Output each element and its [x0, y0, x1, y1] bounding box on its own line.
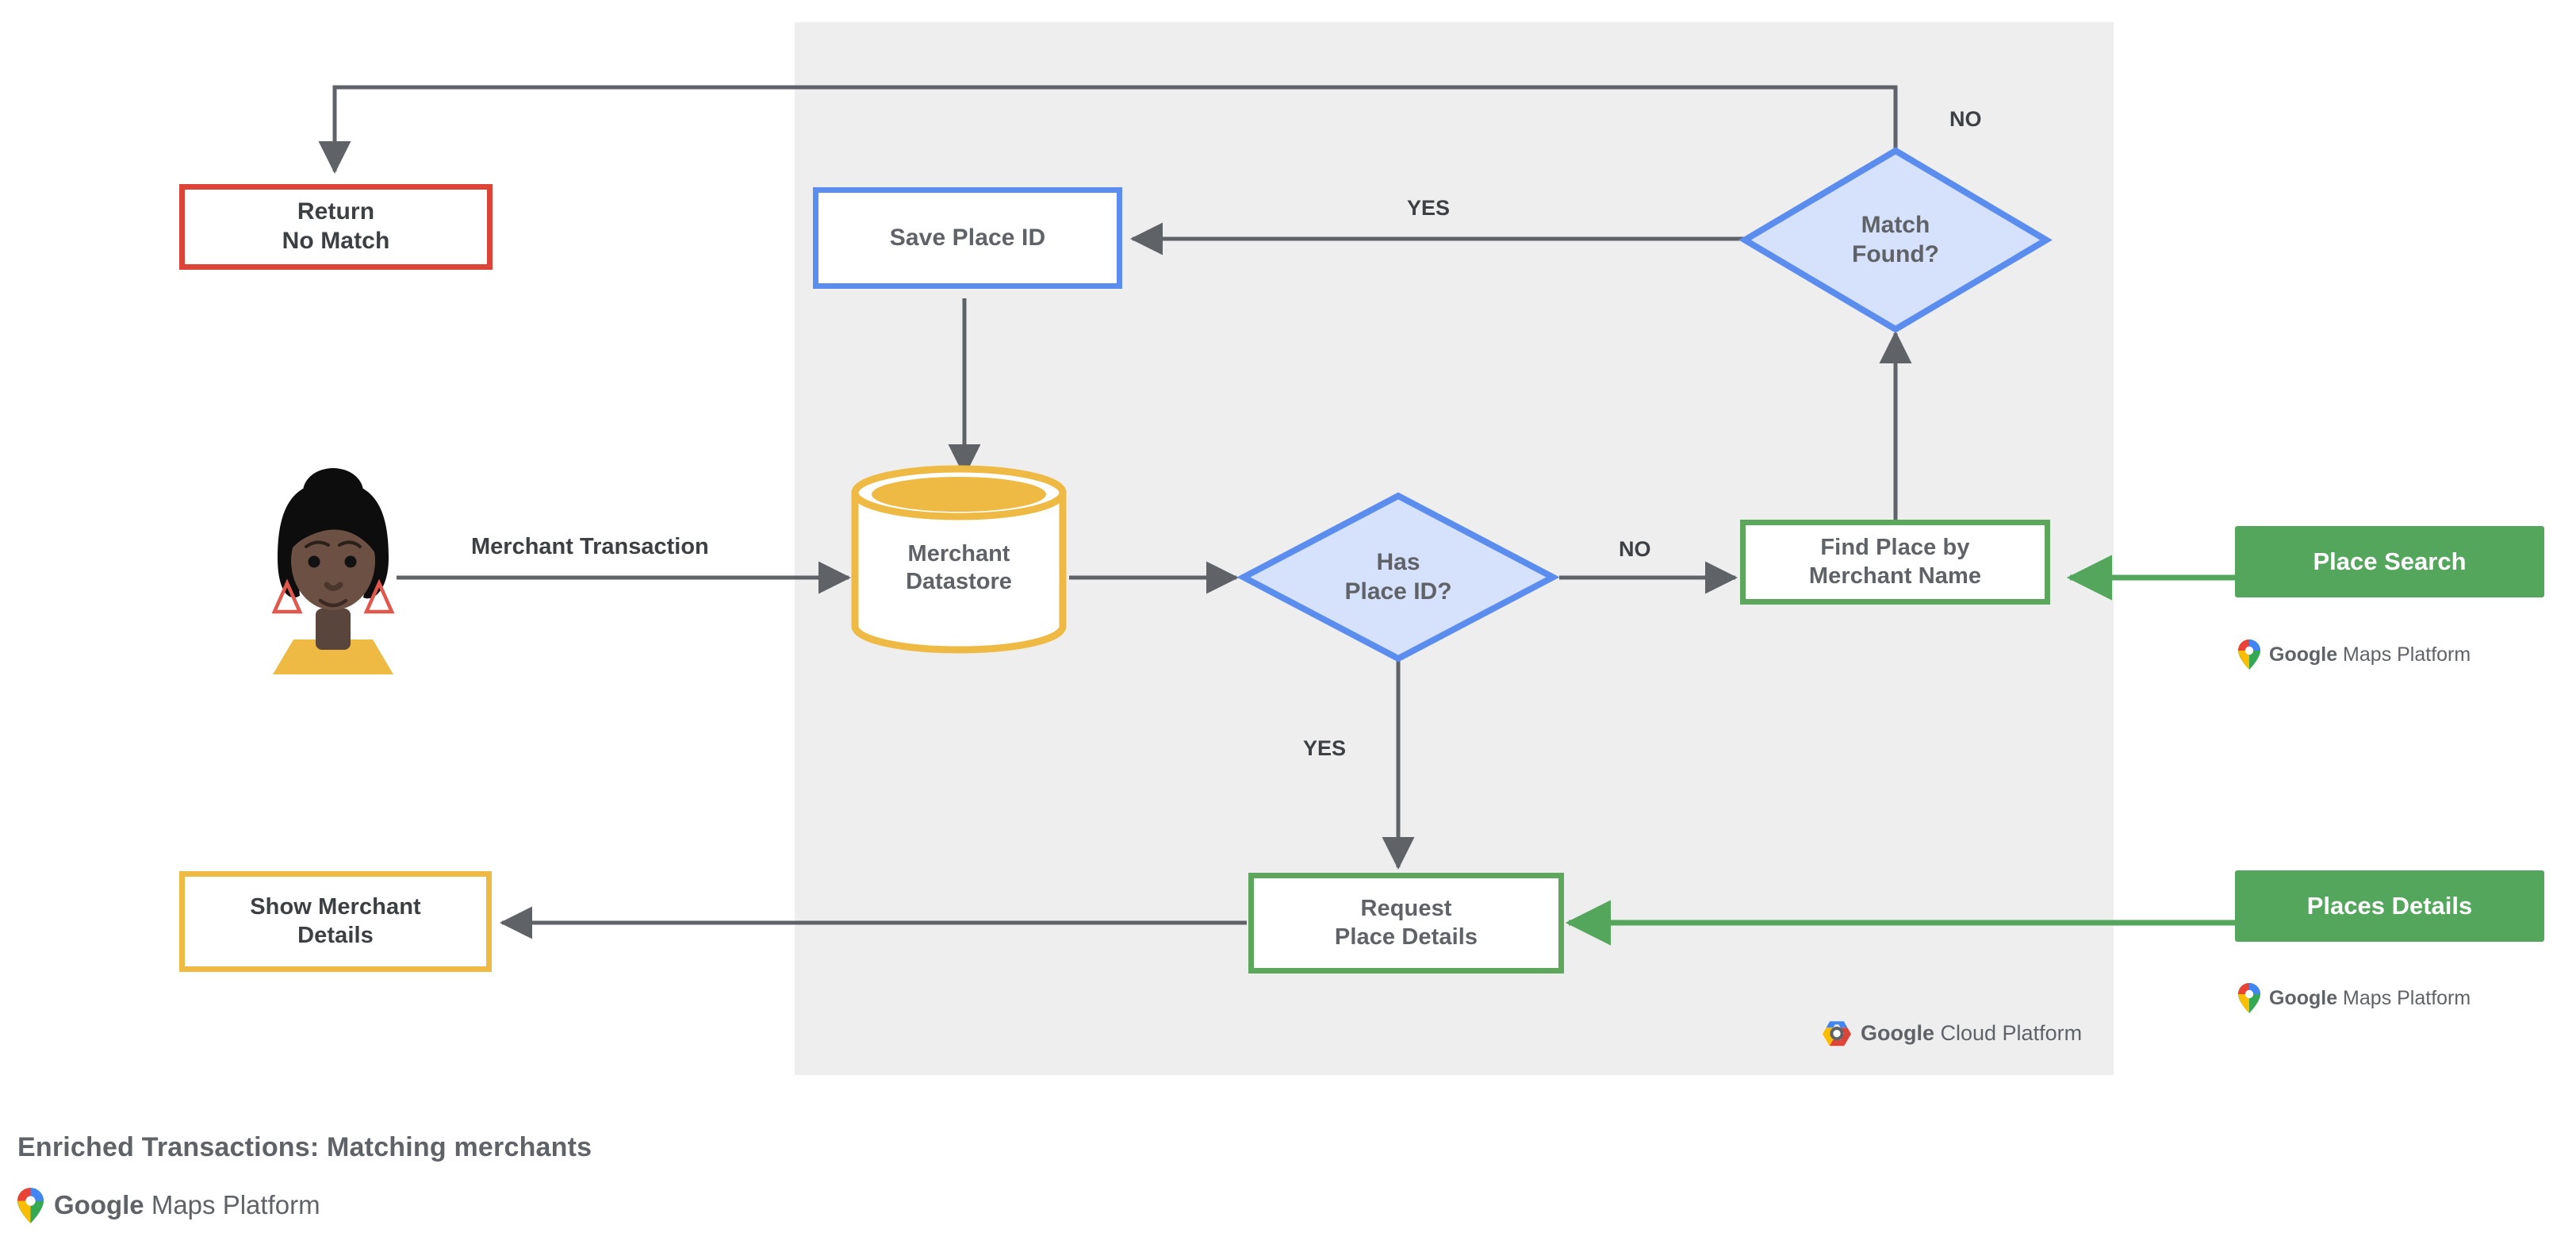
node-find-place-by-merchant-name-label: Find Place by Merchant Name — [1808, 535, 1982, 589]
google-maps-pin-icon — [17, 1187, 44, 1223]
google-maps-platform-wordmark: Google Maps Platform — [54, 1190, 320, 1219]
edge-label-match-found-no: NO — [1949, 107, 1982, 131]
node-match-found[interactable]: Match Found? — [1738, 147, 2053, 333]
google-maps-pin-icon — [2238, 639, 2260, 670]
google-maps-pin-icon — [2238, 983, 2260, 1013]
node-has-place-id[interactable]: Has Place ID? — [1236, 492, 1560, 662]
node-return-no-match-label: Return No Match — [282, 198, 390, 254]
google-cloud-platform-badge: Google Cloud Platform — [1823, 1017, 2082, 1049]
google-maps-platform-wordmark: Google Maps Platform — [2269, 986, 2471, 1009]
google-maps-platform-lockup-places-details: Google Maps Platform — [2238, 982, 2471, 1014]
node-save-place-id-label: Save Place ID — [889, 224, 1046, 251]
product-chip-places-details-label: Places Details — [2306, 892, 2473, 920]
node-merchant-datastore-label: Merchant Datastore — [906, 541, 1012, 595]
node-request-place-details[interactable]: Request Place Details — [1248, 873, 1564, 974]
page-title: Enriched Transactions: Matching merchant… — [17, 1132, 592, 1162]
edge-label-merchant-transaction: Merchant Transaction — [471, 534, 709, 559]
product-chip-place-search[interactable]: Place Search — [2235, 526, 2544, 597]
merchant-customer-avatar — [262, 464, 404, 674]
node-merchant-datastore[interactable]: Merchant Datastore — [849, 464, 1069, 655]
google-cloud-hexagon-icon — [1823, 1020, 1851, 1046]
node-request-place-details-label: Request Place Details — [1334, 896, 1478, 950]
edge-label-has-place-id-no: NO — [1619, 537, 1651, 561]
product-chip-place-search-label: Place Search — [2313, 547, 2467, 575]
google-maps-platform-lockup-footer: Google Maps Platform — [17, 1185, 320, 1226]
node-show-merchant-details[interactable]: Show Merchant Details — [179, 871, 492, 972]
node-show-merchant-details-label: Show Merchant Details — [250, 894, 421, 948]
edge-label-has-place-id-yes: YES — [1303, 736, 1347, 760]
edge-label-match-found-yes: YES — [1407, 196, 1451, 220]
node-save-place-id[interactable]: Save Place ID — [813, 187, 1122, 289]
node-find-place-by-merchant-name[interactable]: Find Place by Merchant Name — [1740, 520, 2050, 605]
product-chip-places-details[interactable]: Places Details — [2235, 870, 2544, 942]
google-cloud-platform-wordmark: Google Cloud Platform — [1861, 1020, 2083, 1045]
google-maps-platform-lockup-place-search: Google Maps Platform — [2238, 639, 2471, 670]
node-return-no-match[interactable]: Return No Match — [179, 184, 493, 270]
google-maps-platform-wordmark: Google Maps Platform — [2269, 643, 2471, 666]
